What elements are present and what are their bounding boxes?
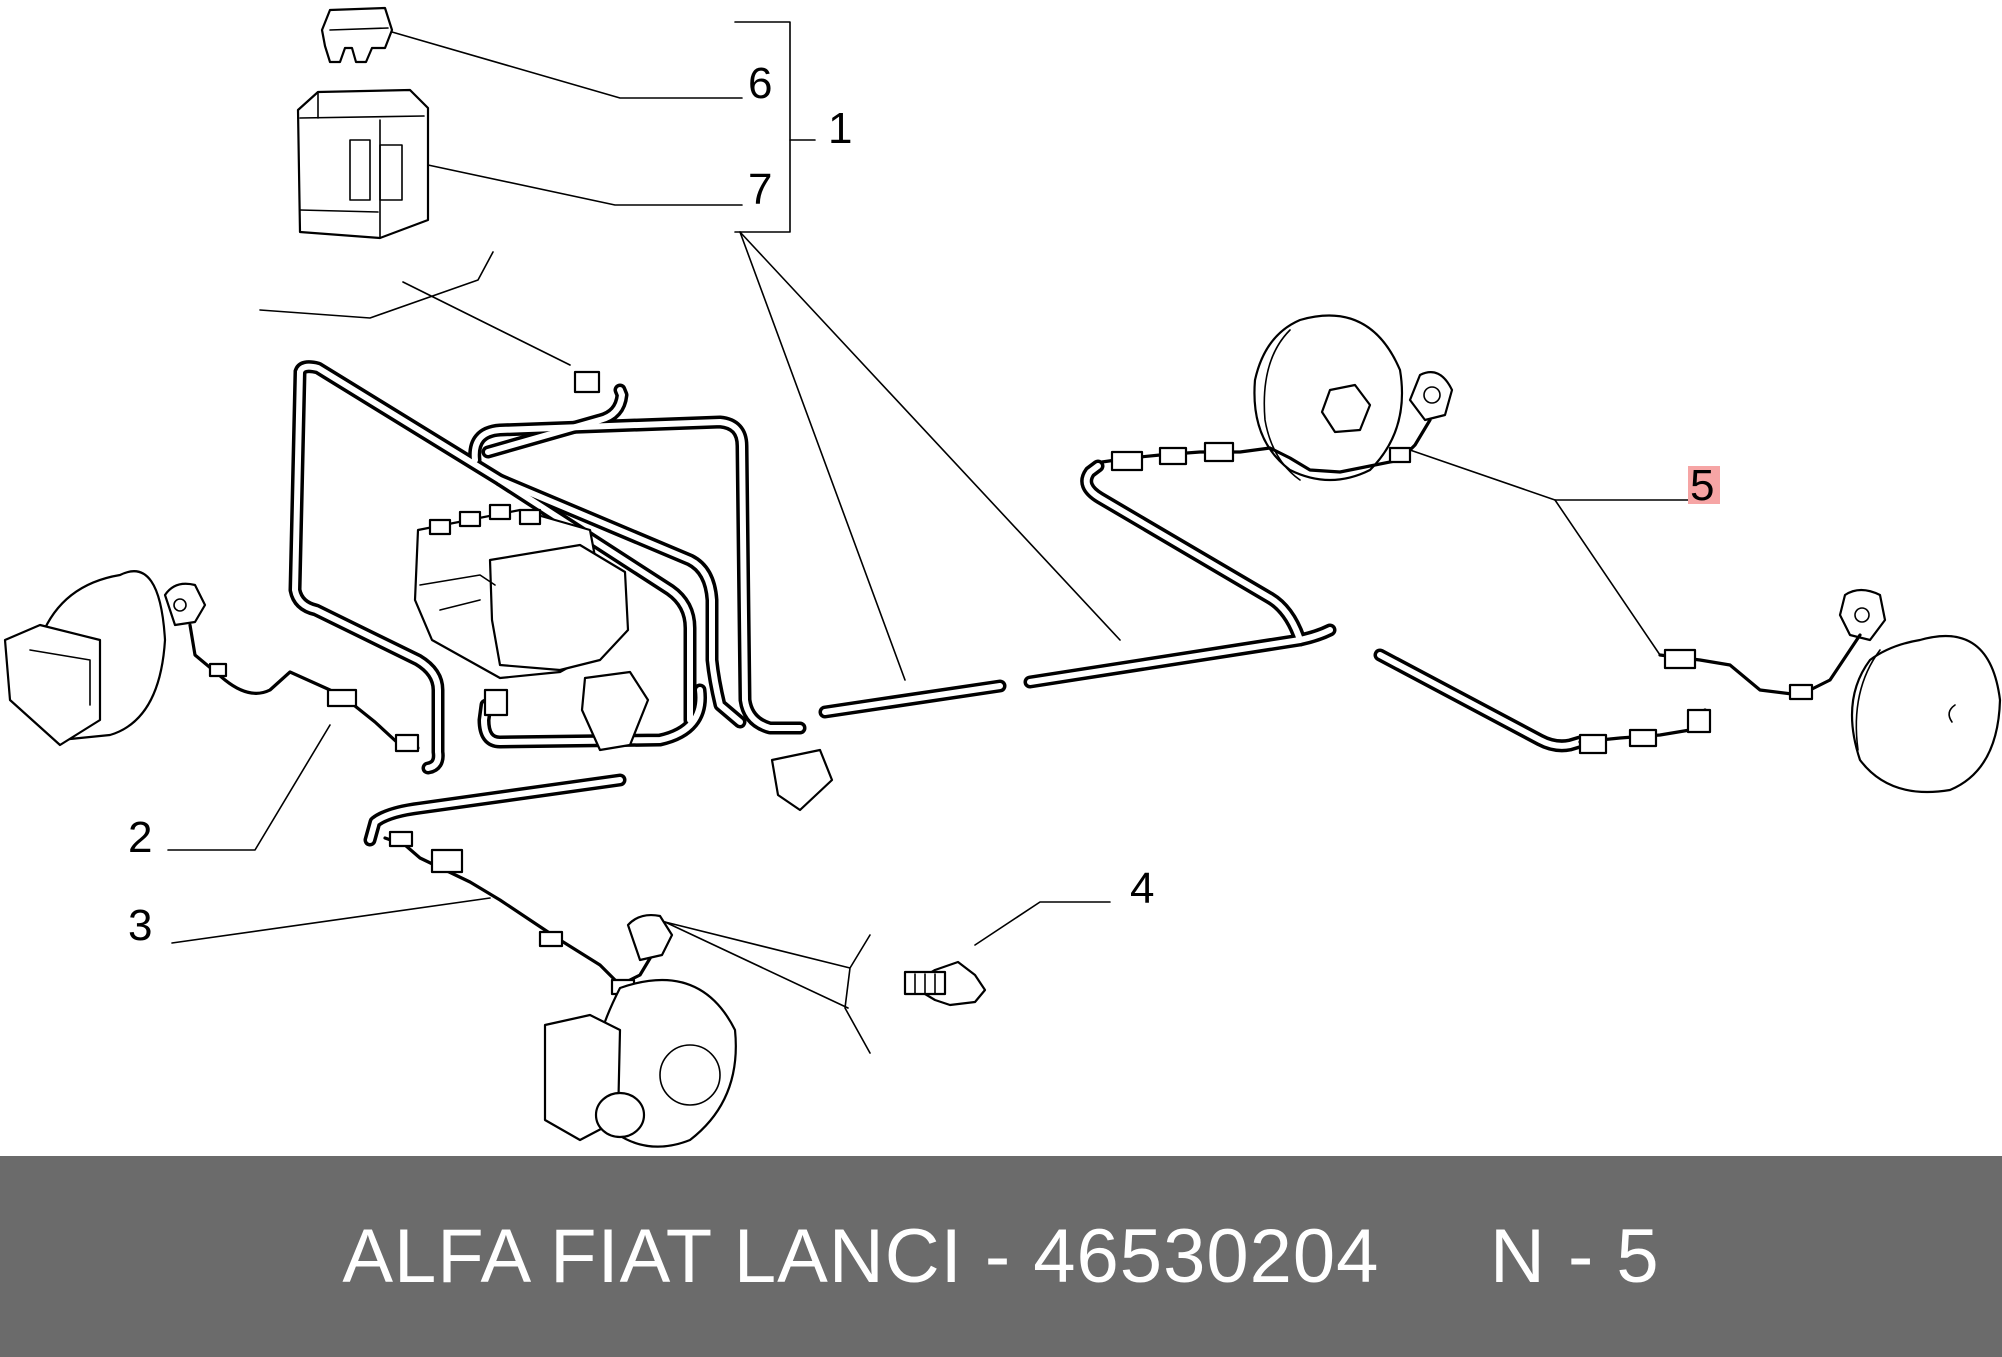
abs-connectors [483,370,834,812]
part-caption-bar: ALFA FIAT LANCI - 46530204 N - 5 [0,1156,2002,1357]
left-rear-sensor-wire [383,830,674,996]
callout-leaders [167,21,1691,1054]
right-rear-brake [1838,588,2002,794]
abs-unit [413,503,630,680]
bleed-bolt-part [903,960,987,1007]
callout-3: 3 [128,901,152,950]
part-number: 46530204 [1033,1214,1380,1299]
callout-2: 2 [128,813,152,862]
callout-5: 5 [1690,461,1714,510]
caption-separator: - [962,1214,1034,1299]
left-front-sensor [163,582,420,753]
callout-7: 7 [748,165,772,214]
brand-label: ALFA FIAT LANCI [342,1214,963,1299]
right-front-brake [1253,314,1454,482]
callout-6: 6 [748,59,772,108]
relay-part [296,88,430,240]
brake-pipes [288,360,1587,847]
right-sensor-wires [1100,418,1862,755]
left-front-brake [3,570,167,747]
fuse-part [320,6,394,64]
caption-gap [1379,1213,1490,1300]
reference-label: N - 5 [1489,1214,1660,1299]
left-rear-brake [543,978,737,1148]
callout-1: 1 [828,104,852,153]
parts-diagram: 6 7 1 5 2 3 4 [3,6,2002,1148]
callout-5-highlight [1688,466,1720,504]
callout-4: 4 [1130,864,1154,913]
